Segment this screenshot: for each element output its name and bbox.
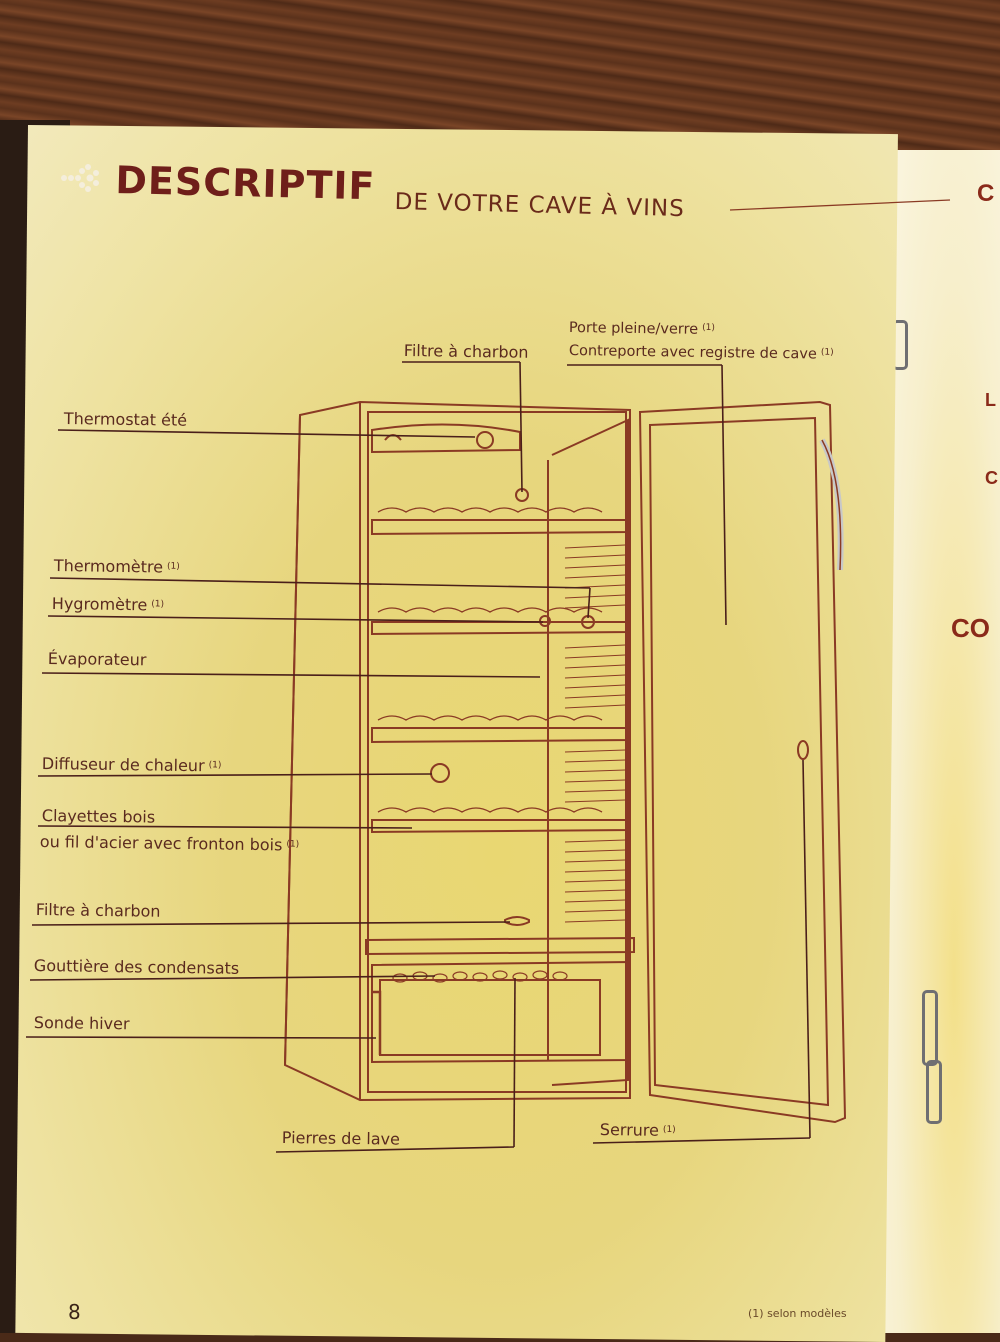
label-clayettes-line1: Clayettes bois bbox=[41, 806, 156, 827]
next-page-fragment: L bbox=[985, 390, 996, 410]
label-thermometre: Thermomètre(1) bbox=[53, 556, 180, 577]
label-diffuseur: Diffuseur de chaleur(1) bbox=[41, 754, 222, 776]
page-number: 8 bbox=[68, 1300, 81, 1324]
facing-page: C L C CO bbox=[885, 150, 1000, 1333]
label-filtre-charbon-bottom: Filtre à charbon bbox=[35, 900, 161, 921]
arrow-dots-icon bbox=[61, 164, 99, 192]
label-porte: Porte pleine/verre(1) bbox=[568, 320, 715, 338]
label-filtre-charbon-top: Filtre à charbon bbox=[403, 341, 529, 362]
label-pierres: Pierres de lave bbox=[281, 1128, 401, 1149]
label-clayettes-line2: ou fil d'acier avec fronton bois(1) bbox=[39, 832, 300, 855]
next-page-fragment: CO bbox=[951, 613, 990, 643]
label-hygrometre: Hygromètre(1) bbox=[51, 594, 165, 615]
binder-ring bbox=[926, 1060, 942, 1124]
label-thermostat: Thermostat été bbox=[63, 409, 188, 430]
label-evaporateur: Évaporateur bbox=[47, 649, 147, 670]
next-page-fragment: C bbox=[985, 468, 998, 488]
next-page-heading: C bbox=[977, 180, 995, 207]
footnote: (1) selon modèles bbox=[748, 1307, 847, 1320]
label-sonde: Sonde hiver bbox=[33, 1013, 130, 1034]
label-gouttiere: Gouttière des condensats bbox=[33, 956, 240, 978]
label-serrure: Serrure(1) bbox=[599, 1120, 676, 1140]
